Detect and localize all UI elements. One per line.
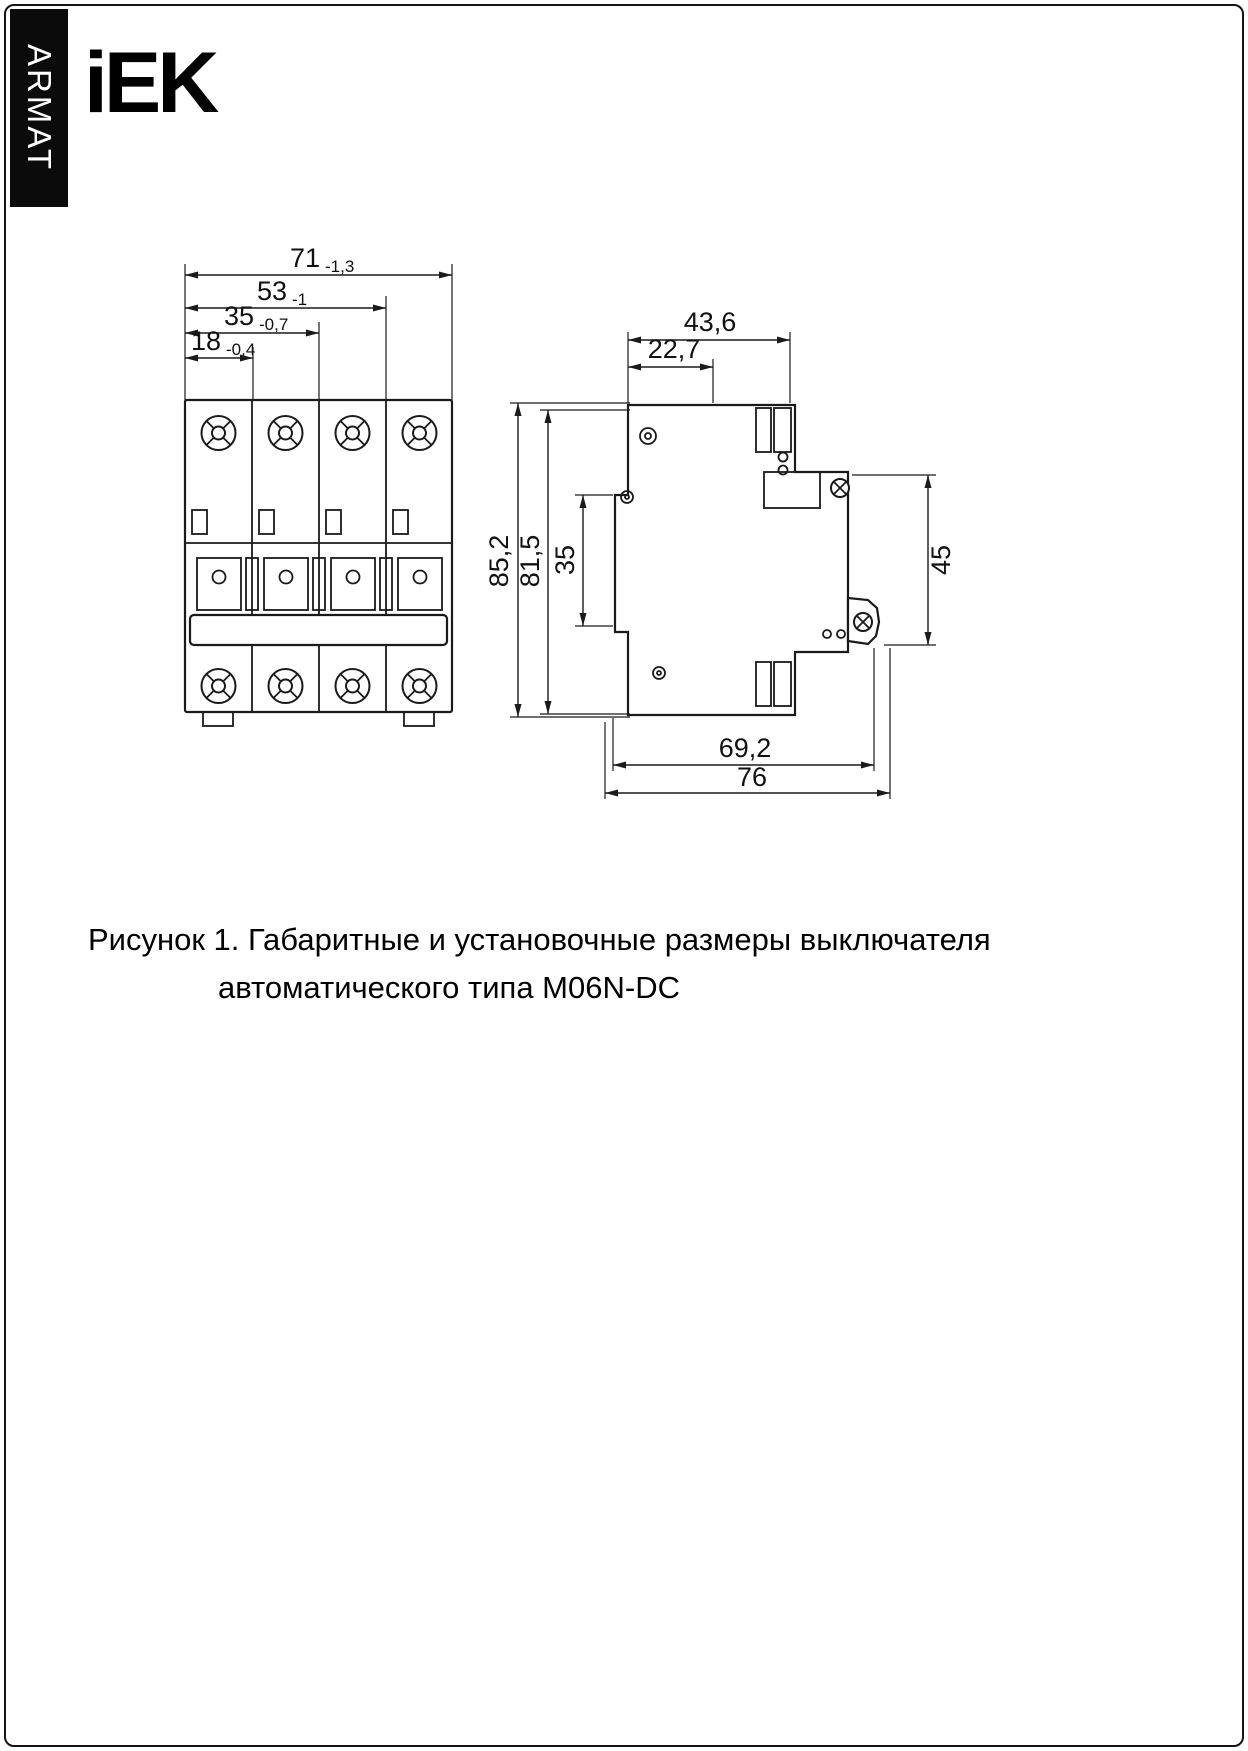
caption-line-2: автоматического типа M06N-DC: [218, 970, 680, 1006]
dim-side-height-total: 85,2: [484, 535, 514, 588]
caption-line-1: Рисунок 1. Габаритные и установочные раз…: [88, 922, 991, 957]
dim-side-top-front-depth: 22,7: [648, 334, 701, 364]
figure-caption: Рисунок 1. Габаритные и установочные раз…: [88, 916, 991, 1012]
dim-side-height-body: 81,5: [515, 535, 545, 588]
iek-logo: iEK: [84, 35, 219, 131]
screw-terminal-icon: [267, 415, 304, 451]
screw-terminal-icon: [334, 668, 371, 704]
screw-terminal-icon: [334, 415, 371, 451]
dim-front-3pole: 53: [257, 276, 287, 306]
toggle-bar: [188, 613, 449, 647]
screw-terminal-icon: [401, 415, 438, 451]
dim-front-width-total-tolerance: -1,3: [325, 257, 354, 276]
side-view: 43,6 22,7 85,2 81,5 35 45: [484, 307, 956, 799]
dim-side-front-face-height: 35: [550, 545, 580, 575]
latch-screw-icon: [853, 612, 873, 632]
dim-side-back-height: 45: [926, 545, 956, 575]
dim-front-1pole: 18: [191, 326, 221, 356]
breaker-side-body: [613, 403, 850, 717]
screw-terminal-icon: [200, 415, 237, 451]
dim-front-width-total: 71: [290, 243, 320, 273]
front-view: 71 -1,3 53 -1 35 -0,7 18 -0,4: [183, 243, 454, 727]
screw-terminal-icon: [401, 668, 438, 704]
armat-banner: ARMAT: [10, 9, 68, 207]
dim-front-1pole-tolerance: -0,4: [226, 340, 255, 359]
screw-side-top-icon: [830, 478, 850, 498]
dim-front-3pole-tolerance: -1: [292, 290, 307, 309]
dim-side-total-depth: 76: [737, 762, 767, 792]
dim-side-top-depth: 43,6: [684, 307, 737, 337]
dim-side-bottom-depth: 69,2: [719, 733, 772, 763]
dim-front-2pole: 35: [224, 301, 254, 331]
screw-terminal-icon: [200, 668, 237, 704]
dim-front-2pole-tolerance: -0,7: [259, 315, 288, 334]
screw-terminal-icon: [267, 668, 304, 704]
